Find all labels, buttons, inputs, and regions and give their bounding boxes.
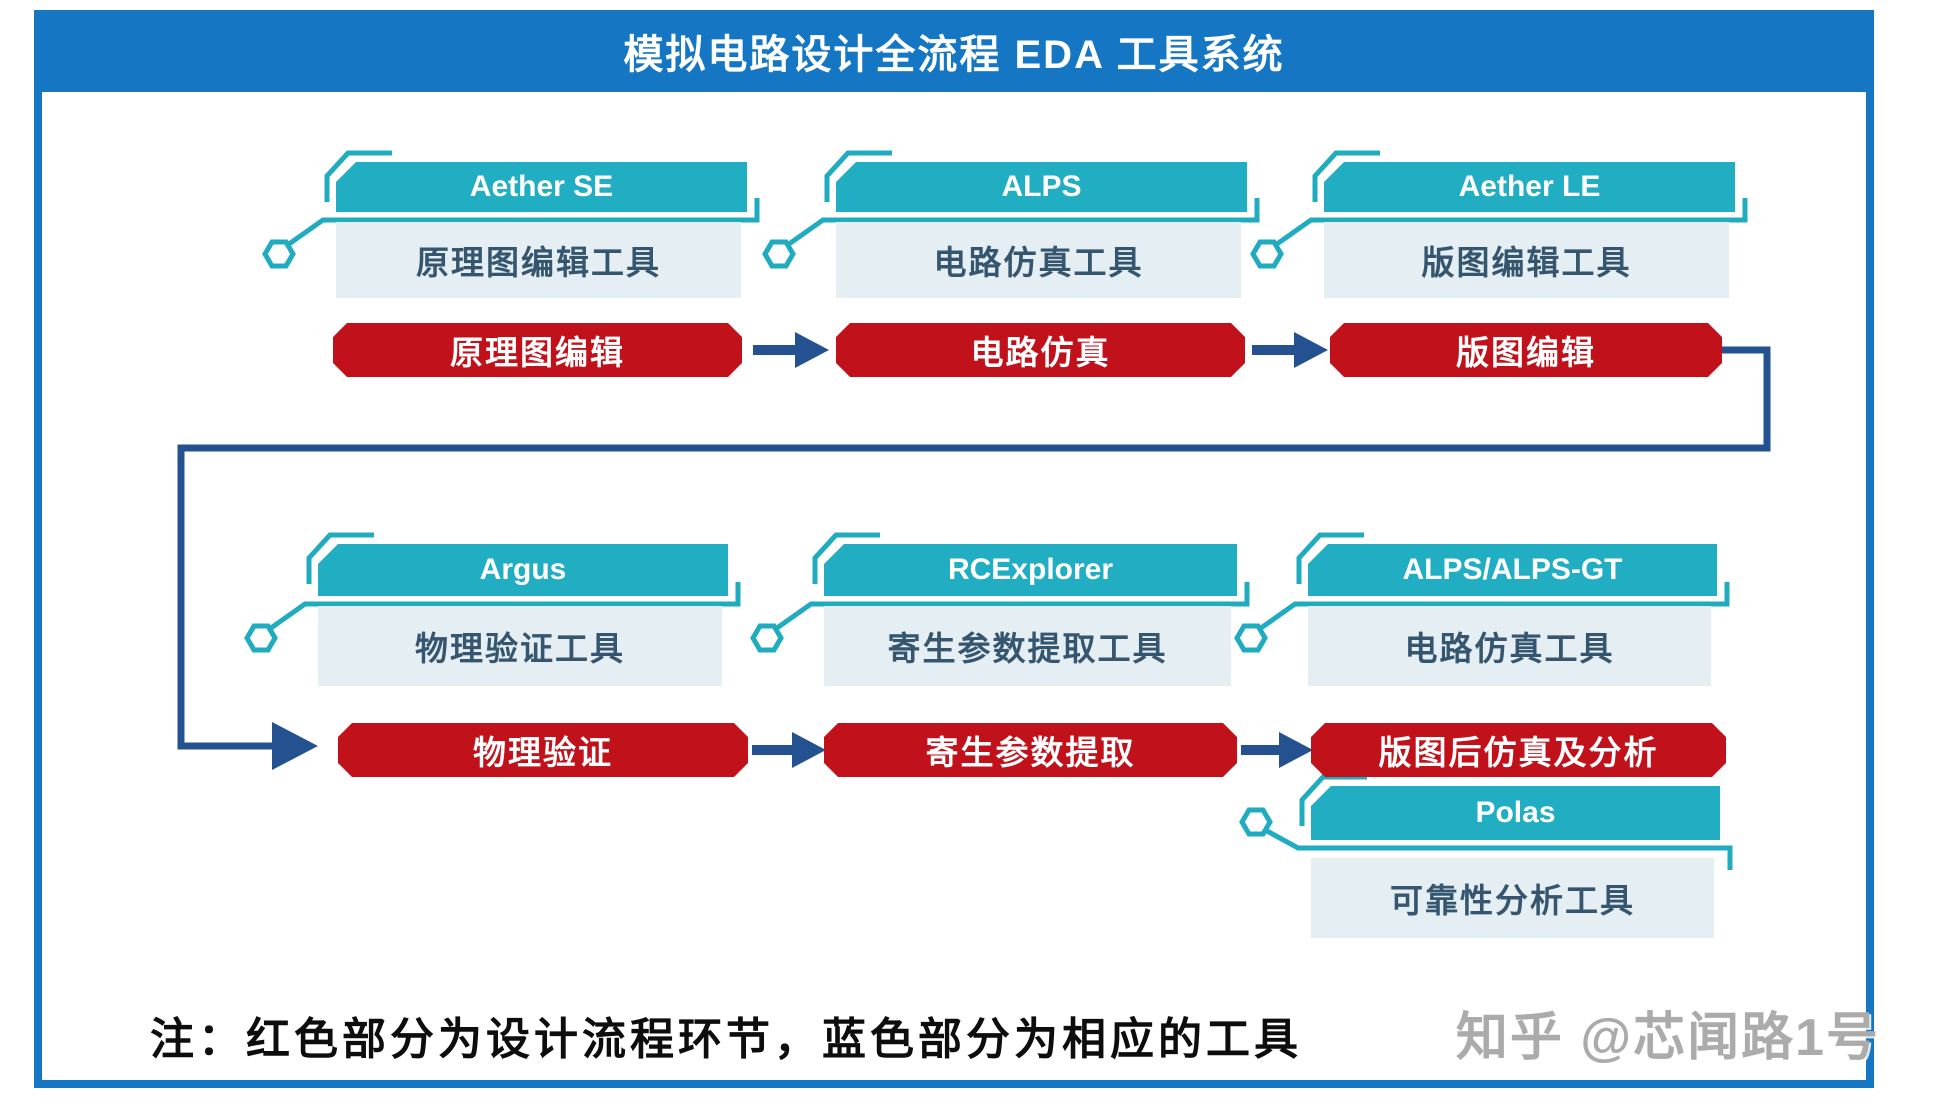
tool-card-polas-name: Polas <box>1311 786 1720 840</box>
tool-desc-label: 寄生参数提取工具 <box>887 632 1168 668</box>
flow-step-physical-verification: 物理验证 <box>338 723 748 777</box>
legend-note: 注：红色部分为设计流程环节，蓝色部分为相应的工具 <box>150 1015 1302 1064</box>
tool-card-aether-le-desc: 版图编辑工具 <box>1324 222 1729 298</box>
tool-card-alps-gt-name: ALPS/ALPS-GT <box>1308 544 1717 596</box>
flow-step-label: 电路仿真 <box>970 336 1111 372</box>
tool-name-label: Aether SE <box>469 170 614 203</box>
flow-step-label: 原理图编辑 <box>450 336 625 372</box>
flow-step-parasitic-extraction: 寄生参数提取 <box>824 723 1237 777</box>
tool-desc-label: 原理图编辑工具 <box>416 246 661 282</box>
tool-card-alps-gt-desc: 电路仿真工具 <box>1308 606 1711 686</box>
tool-desc-label: 电路仿真工具 <box>933 246 1144 282</box>
flow-step-circuit-sim: 电路仿真 <box>836 323 1245 377</box>
tool-name-label: Polas <box>1475 796 1556 829</box>
tool-desc-label: 物理验证工具 <box>415 632 625 668</box>
tool-card-polas-desc: 可靠性分析工具 <box>1311 858 1714 938</box>
tool-card-rcexplorer-name: RCExplorer <box>824 544 1237 596</box>
tool-desc-label: 电路仿真工具 <box>1404 632 1615 668</box>
tool-name-label: ALPS <box>1001 170 1082 203</box>
flow-step-label: 物理验证 <box>473 736 613 772</box>
tool-card-aether-le-name: Aether LE <box>1324 162 1735 212</box>
watermark: 知乎 @芯闻路1号 <box>1455 1009 1880 1067</box>
tool-name-label: Argus <box>479 553 567 586</box>
tool-card-argus-desc: 物理验证工具 <box>318 606 722 686</box>
tool-card-alps-name: ALPS <box>836 162 1247 212</box>
flow-step-post-layout-sim: 版图后仿真及分析 <box>1311 723 1726 777</box>
header-bar: 模拟电路设计全流程 EDA 工具系统 <box>34 10 1874 92</box>
flow-step-label: 版图后仿真及分析 <box>1378 736 1659 772</box>
tool-name-label: RCExplorer <box>947 553 1114 586</box>
flow-step-schematic-edit: 原理图编辑 <box>333 323 742 377</box>
flow-step-label: 版图编辑 <box>1456 336 1596 372</box>
tool-name-label: Aether LE <box>1458 170 1601 203</box>
tool-card-aether-se-name: Aether SE <box>336 162 747 212</box>
tool-desc-label: 版图编辑工具 <box>1421 246 1632 282</box>
tool-card-alps-desc: 电路仿真工具 <box>836 222 1241 298</box>
tool-desc-label: 可靠性分析工具 <box>1390 884 1635 920</box>
diagram-title: 模拟电路设计全流程 EDA 工具系统 <box>623 33 1285 77</box>
tool-name-label: ALPS/ALPS-GT <box>1402 553 1623 586</box>
tool-card-argus-name: Argus <box>318 544 728 596</box>
tool-card-aether-se-desc: 原理图编辑工具 <box>336 222 741 298</box>
tool-card-rcexplorer-desc: 寄生参数提取工具 <box>824 606 1231 686</box>
flow-step-label: 寄生参数提取 <box>925 736 1136 772</box>
flow-step-layout-edit: 版图编辑 <box>1330 323 1722 377</box>
